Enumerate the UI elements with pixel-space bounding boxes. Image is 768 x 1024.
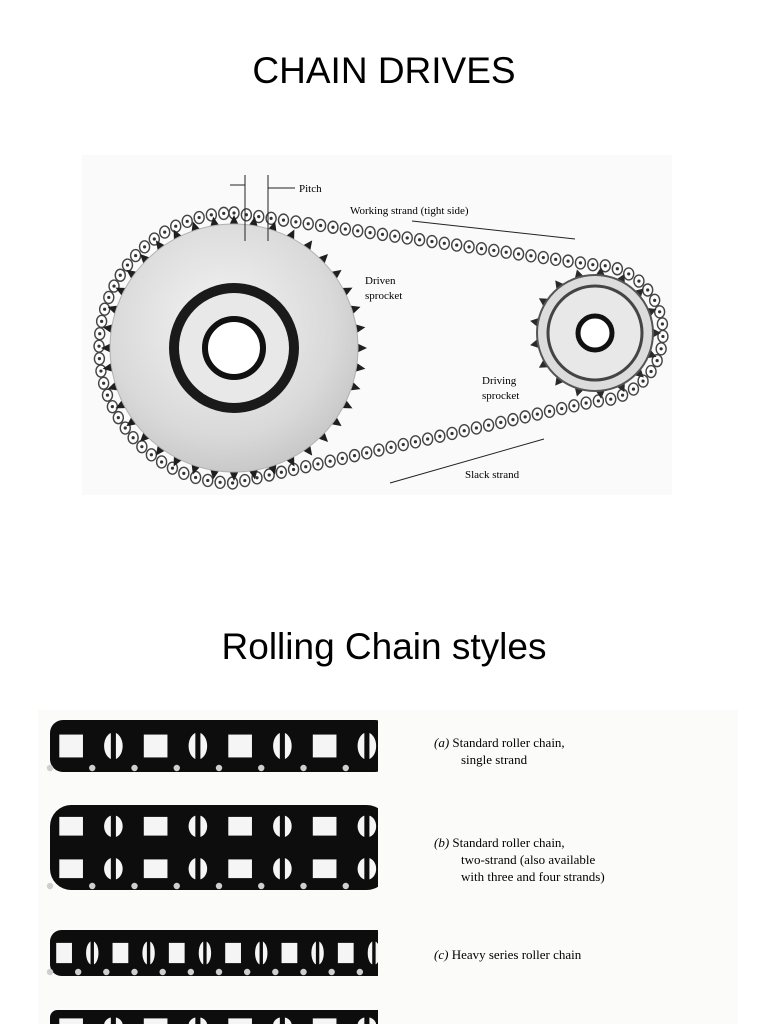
driven-label-line1: Driven [365, 275, 396, 287]
caption-line: two-strand (also available [461, 852, 596, 867]
two-strand-chain-illustration [46, 805, 378, 890]
driven-sprocket [101, 215, 367, 481]
driving-sprocket [530, 267, 661, 399]
driving-label-line1: Driving [482, 375, 517, 387]
caption-line: Standard roller chain, [452, 835, 565, 850]
caption-tag: (b) [434, 835, 450, 850]
heavy-series-chain-illustration [46, 930, 378, 976]
chain-styles-figure: (a) Standard roller chain, single strand… [38, 710, 738, 1024]
working-strand-arrow [411, 220, 576, 240]
chain-style-caption-b: (b) Standard roller chain, two-strand (a… [434, 834, 605, 885]
working-strand-label: Working strand (tight side) [350, 205, 469, 217]
pitch-dimension [230, 175, 295, 241]
caption-line: single strand [461, 752, 528, 767]
roller-chain-loop [93, 206, 669, 490]
chain-drive-illustration: Pitch Working strand (tight side) Driven… [93, 175, 669, 490]
chain-style-caption-c: (c) Heavy series roller chain [434, 946, 581, 963]
section-title-rolling-chain-styles: Rolling Chain styles [221, 626, 547, 667]
page-title-chain-drives: CHAIN DRIVES [252, 50, 516, 91]
driven-label-line2: sprocket [365, 290, 402, 302]
pitch-label: Pitch [299, 183, 322, 195]
slack-strand-arrow [389, 438, 545, 484]
chain-drive-diagram: Pitch Working strand (tight side) Driven… [82, 155, 672, 495]
caption-line: Standard roller chain, [452, 735, 565, 750]
caption-line: Heavy series roller chain [451, 947, 582, 962]
partial-chain-illustration [50, 1010, 378, 1024]
single-strand-chain-illustration [46, 720, 378, 772]
chain-style-caption-a: (a) Standard roller chain, single strand [434, 734, 565, 768]
caption-line: with three and four strands) [461, 869, 605, 884]
caption-tag: (c) [434, 947, 449, 962]
roller-chain-illustrations [46, 720, 378, 1024]
slack-strand-label: Slack strand [465, 469, 520, 481]
caption-tag: (a) [434, 735, 450, 750]
driving-label-line2: sprocket [482, 390, 519, 402]
